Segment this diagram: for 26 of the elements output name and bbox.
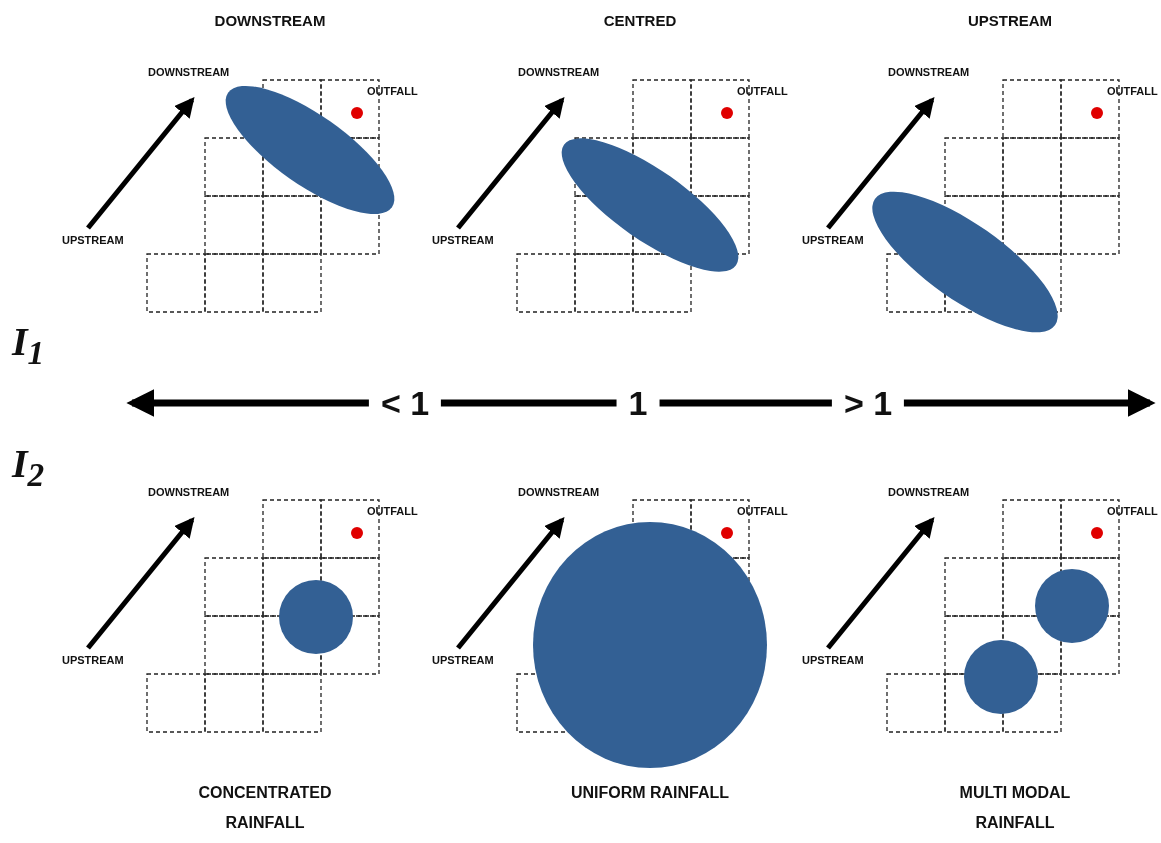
direction-label: DOWNSTREAM (148, 66, 230, 78)
index-symbol: I$_{2}$ (12, 440, 45, 494)
direction-label: DOWNSTREAM (888, 66, 970, 78)
section-heading: CENTRED (603, 12, 677, 29)
rainfall-caption: CONCENTRATED RAINFALL (197, 783, 333, 833)
rainfall-caption: UNIFORM RAINFALL (569, 783, 731, 803)
outfall-label: OUTFALL (367, 505, 418, 517)
direction-label: UPSTREAM (432, 234, 494, 246)
direction-label: UPSTREAM (62, 654, 124, 666)
direction-label: UPSTREAM (62, 234, 124, 246)
direction-label: DOWNSTREAM (518, 486, 600, 498)
outfall-label: OUTFALL (1107, 505, 1158, 517)
direction-label: DOWNSTREAM (518, 66, 600, 78)
direction-label: DOWNSTREAM (148, 486, 230, 498)
rainfall-caption: MULTI MODAL RAINFALL (958, 783, 1072, 833)
direction-label: UPSTREAM (802, 234, 864, 246)
outfall-label: OUTFALL (1107, 85, 1158, 97)
outfall-label: OUTFALL (737, 505, 788, 517)
outfall-label: OUTFALL (737, 85, 788, 97)
direction-label: UPSTREAM (802, 654, 864, 666)
section-heading: UPSTREAM (967, 12, 1053, 29)
section-heading: DOWNSTREAM (214, 12, 326, 29)
direction-label: UPSTREAM (432, 654, 494, 666)
direction-label: DOWNSTREAM (888, 486, 970, 498)
index-symbol: I$_{1}$ (12, 318, 45, 372)
outfall-label: OUTFALL (367, 85, 418, 97)
